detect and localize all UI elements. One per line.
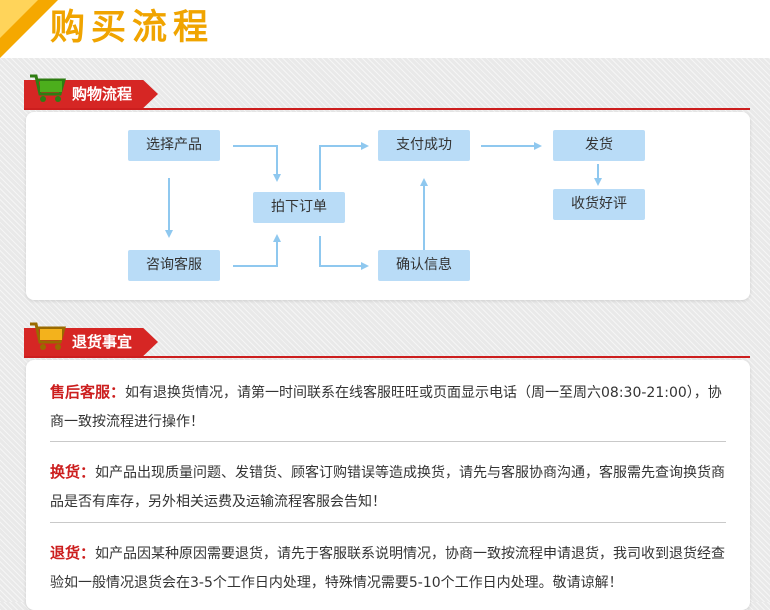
arrow-order-to-confirm: [319, 236, 369, 270]
note-lead: 退货：: [50, 544, 96, 562]
flow-node-payment-success: 支付成功: [378, 130, 470, 161]
section-title: 购物流程: [72, 85, 133, 103]
note-text: 如有退换货情况，请第一时间联系在线客服旺旺或页面显示电话（周一至周六08:30-…: [50, 385, 722, 430]
flow-node-place-order: 拍下订单: [253, 192, 345, 223]
header-corner-highlight: [0, 0, 38, 38]
section-rule: [24, 108, 750, 110]
divider: [50, 441, 726, 442]
note-lead: 售后客服：: [50, 383, 126, 401]
arrow-consult-to-order: [233, 234, 281, 267]
section-title: 退货事宜: [72, 333, 133, 351]
arrow-select-to-order: [233, 145, 281, 182]
return-cart-icon: [30, 322, 66, 350]
shopping-cart-icon: [30, 74, 66, 102]
page-title: 购买流程: [50, 8, 215, 48]
flow-node-consult-service: 咨询客服: [128, 250, 220, 281]
note-lead: 换货：: [50, 463, 96, 481]
returns-section-bar: 退货事宜: [24, 322, 750, 358]
exchange-note: 换货：如产品出现质量问题、发错货、顾客订购错误等造成换货，请先与客服协商沟通，客…: [50, 458, 730, 517]
arrow-order-to-pay: [319, 142, 369, 190]
flow-node-review: 收货好评: [553, 189, 645, 220]
flow-connectors: [165, 142, 602, 270]
returns-panel: 售后客服：如有退换货情况，请第一时间联系在线客服旺旺或页面显示电话（周一至周六0…: [26, 360, 750, 610]
page-header: 购买流程: [0, 0, 770, 58]
section-rule: [24, 356, 750, 358]
return-note: 退货：如产品因某种原因需要退货，请先于客服联系说明情况，协商一致按流程申请退货，…: [50, 539, 730, 598]
flow-node-confirm-info: 确认信息: [378, 250, 470, 281]
note-text: 如产品出现质量问题、发错货、顾客订购错误等造成换货，请先与客服协商沟通，客服需先…: [50, 465, 726, 510]
note-text: 如产品因某种原因需要退货，请先于客服联系说明情况，协商一致按流程申请退货，我司收…: [50, 546, 726, 591]
after-sales-note: 售后客服：如有退换货情况，请第一时间联系在线客服旺旺或页面显示电话（周一至周六0…: [50, 378, 730, 437]
flow-node-select-product: 选择产品: [128, 130, 220, 161]
purchase-flow-panel: 选择产品 咨询客服 拍下订单 支付成功 确认信息 发货 收货好评: [26, 112, 750, 300]
purchase-section-bar: 购物流程: [24, 74, 750, 110]
flow-node-ship: 发货: [553, 130, 645, 161]
divider: [50, 522, 726, 523]
